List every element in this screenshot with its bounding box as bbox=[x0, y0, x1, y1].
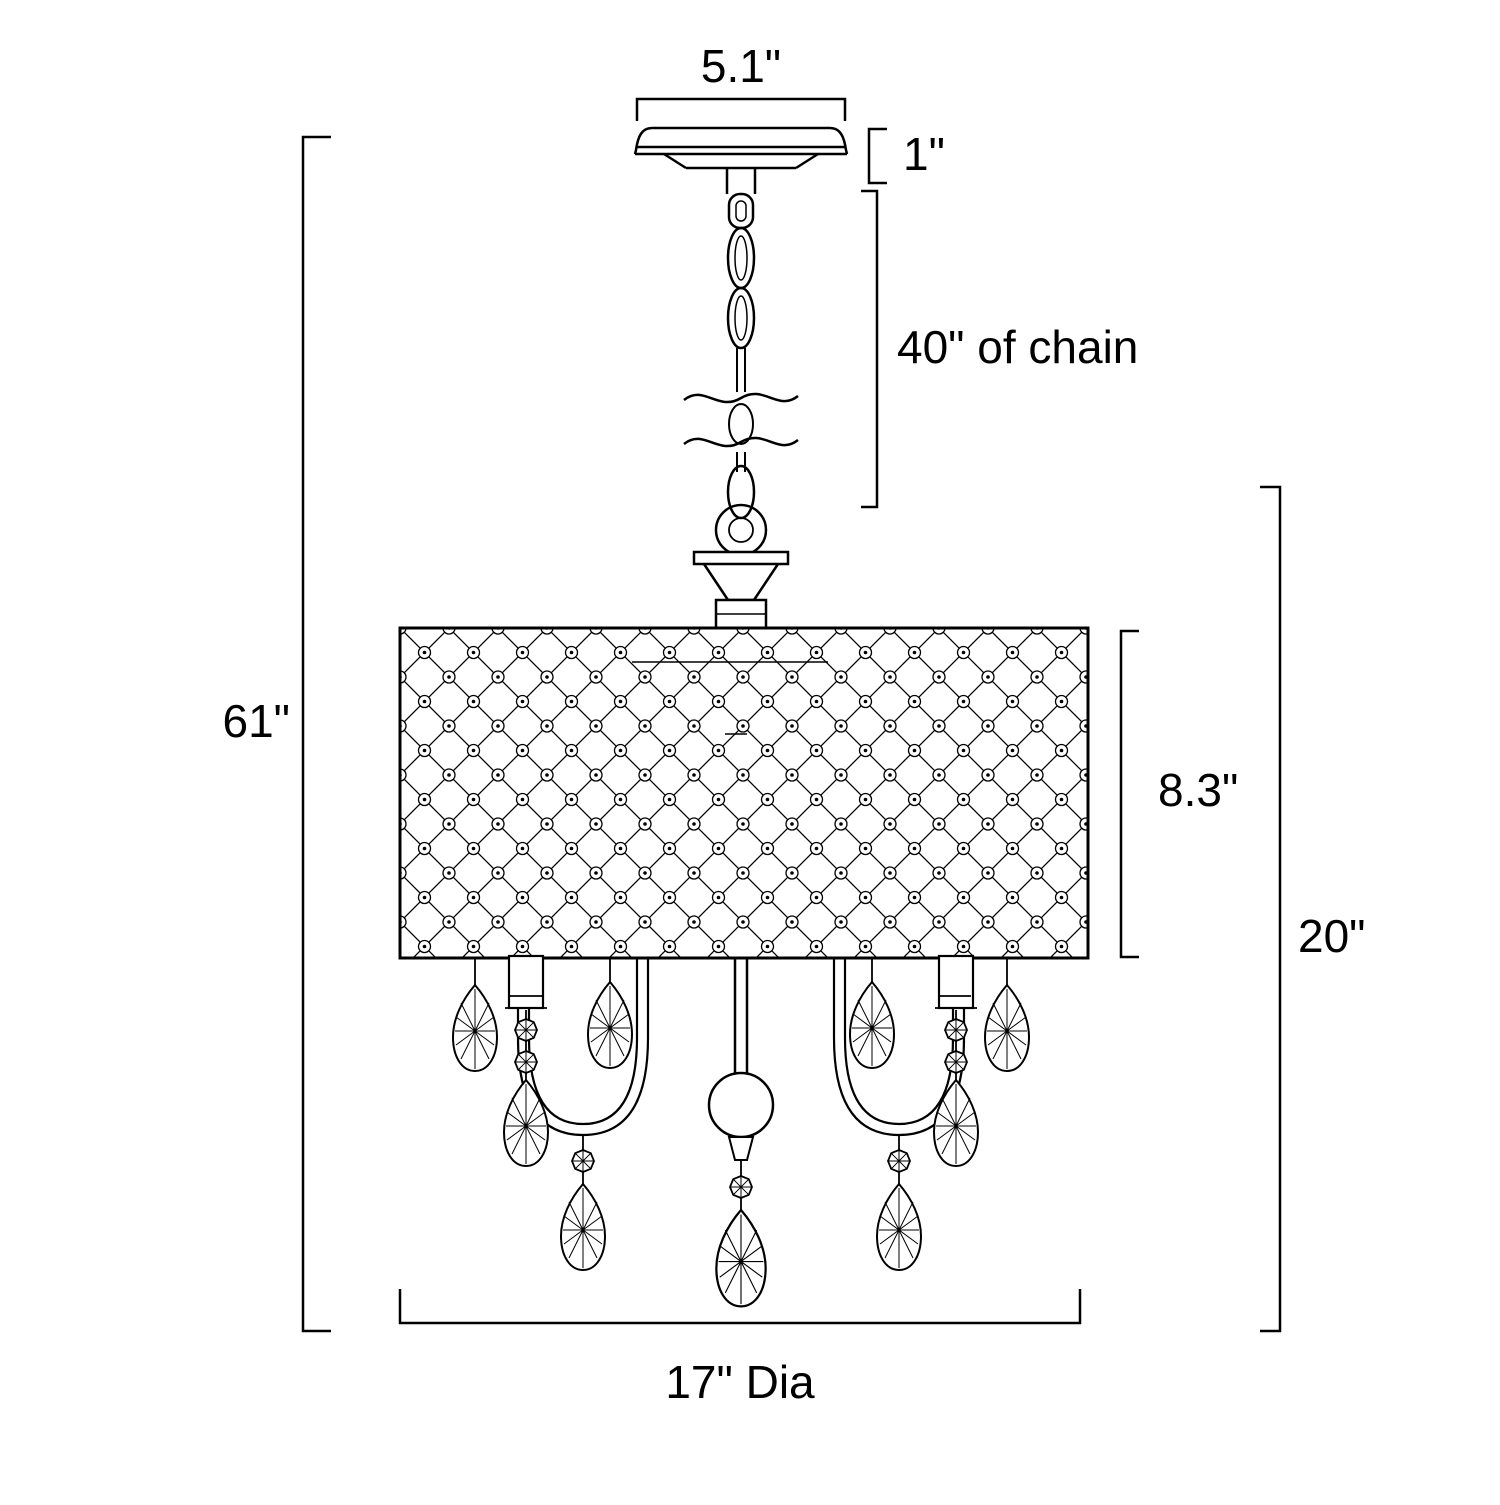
label-overall-height: 61" bbox=[223, 695, 291, 747]
crystal-bead bbox=[514, 1018, 538, 1042]
crystal-bead bbox=[944, 1018, 968, 1042]
center-finial bbox=[727, 1136, 755, 1161]
crystal-teardrop bbox=[849, 981, 895, 1069]
dim-shade-height bbox=[1119, 629, 1139, 959]
chain-break-squiggle-bottom bbox=[683, 436, 799, 448]
center-ball bbox=[707, 1071, 775, 1139]
crystal-bead bbox=[729, 1175, 753, 1199]
crystal-bead bbox=[514, 1050, 538, 1074]
drum-shade bbox=[398, 626, 1090, 960]
crystal-teardrop bbox=[876, 1183, 922, 1271]
crystal-teardrop bbox=[933, 1079, 979, 1167]
chain bbox=[683, 192, 799, 557]
dim-canopy-width bbox=[635, 97, 847, 121]
left-candle-tube bbox=[507, 954, 545, 1010]
center-stem bbox=[733, 958, 749, 1073]
crystal-teardrop-center bbox=[715, 1208, 767, 1308]
dim-diameter bbox=[398, 1289, 1082, 1325]
canopy bbox=[633, 126, 849, 194]
chain-break-squiggle-top bbox=[683, 392, 799, 404]
dim-chain-length bbox=[861, 189, 879, 509]
right-candle-tube bbox=[937, 954, 975, 1010]
label-canopy-height: 1" bbox=[903, 128, 945, 180]
crystal-bead bbox=[887, 1149, 911, 1173]
label-diameter: 17" Dia bbox=[665, 1356, 815, 1408]
label-shade-height: 8.3" bbox=[1158, 764, 1238, 816]
crystal-teardrop bbox=[984, 984, 1030, 1072]
crystal-bead bbox=[571, 1149, 595, 1173]
crystal-bead bbox=[944, 1050, 968, 1074]
crystal-teardrop bbox=[560, 1183, 606, 1271]
dim-canopy-height bbox=[867, 127, 887, 185]
shade-socket bbox=[692, 550, 790, 630]
crystal-teardrop bbox=[452, 984, 498, 1072]
right-arm-inner bbox=[843, 958, 955, 1126]
label-canopy-width: 5.1" bbox=[701, 40, 781, 92]
label-body-height: 20" bbox=[1298, 910, 1366, 962]
crystal-teardrop bbox=[587, 981, 633, 1069]
dim-body-height bbox=[1260, 485, 1282, 1333]
chain-loop bbox=[714, 503, 768, 557]
dim-overall-height bbox=[301, 135, 331, 1333]
chandelier-body bbox=[474, 954, 1008, 1210]
label-chain-length: 40" of chain bbox=[897, 321, 1138, 373]
left-arm-inner bbox=[527, 958, 639, 1126]
crystal-teardrop bbox=[503, 1079, 549, 1167]
